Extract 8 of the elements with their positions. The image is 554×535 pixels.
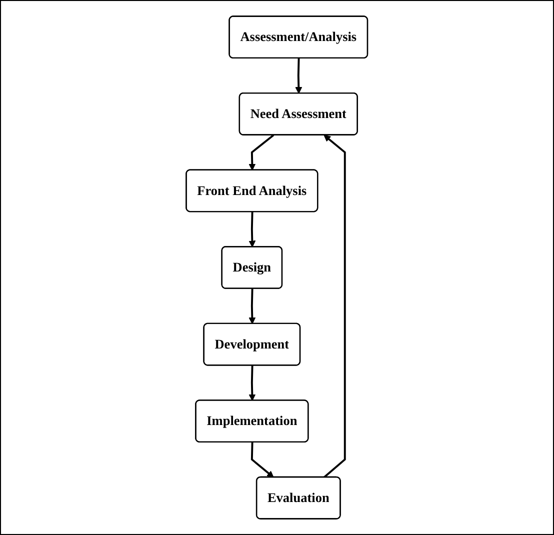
arrow	[248, 212, 256, 248]
arrow	[248, 134, 274, 171]
arrow	[248, 366, 256, 401]
arrow	[295, 58, 302, 94]
flowchart: Assessment/Analysis Need Assessment Front End Analysis Design Development Implementation Evaluation	[180, 10, 374, 525]
arrow	[251, 442, 274, 478]
arrow	[324, 134, 346, 478]
arrow	[248, 288, 256, 324]
